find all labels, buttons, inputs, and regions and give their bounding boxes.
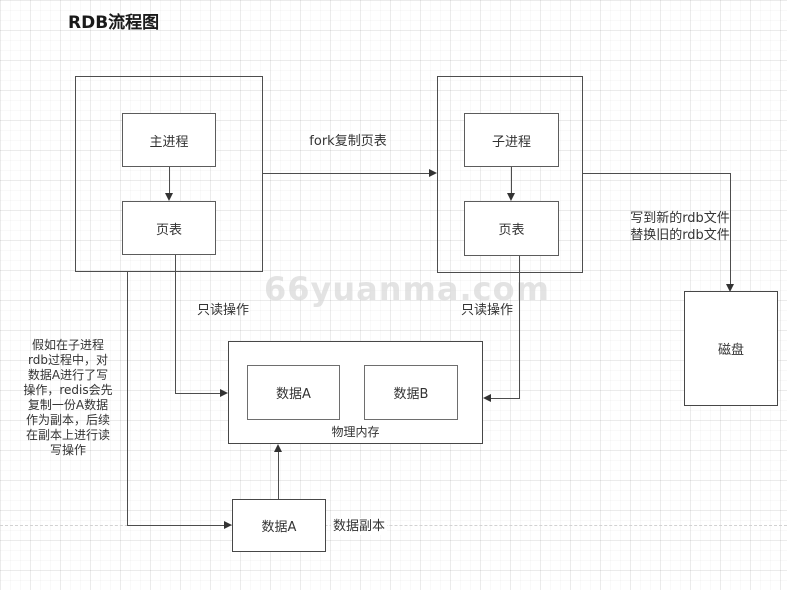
arrow-head-down <box>726 284 734 292</box>
arrow-head-right <box>429 169 437 177</box>
node-data-a-copy-label: 数据A <box>261 520 297 535</box>
dashed-guide-line <box>0 525 787 526</box>
arrow-head-right <box>220 389 228 397</box>
label-write-rdb: 写到新的rdb文件 替换旧的rdb文件 <box>630 211 730 243</box>
node-child-page-table-label: 页表 <box>498 223 525 238</box>
node-main-process: 主进程 <box>122 113 216 167</box>
node-child-process: 子进程 <box>464 113 559 167</box>
note-text: 假如在子进程 rdb过程中，对 数据A进行了写 操作，redis会先 复制一份A… <box>23 338 113 457</box>
connector-readonly-left-h <box>175 393 221 394</box>
connector-child-disk-v <box>730 173 731 285</box>
node-main-page-table: 页表 <box>122 201 216 255</box>
node-data-a-copy: 数据A <box>232 499 326 552</box>
node-child-page-table: 页表 <box>464 201 559 256</box>
connector-mainproc-pagetable <box>169 167 170 195</box>
arrow-head-up <box>274 444 282 452</box>
label-readonly-right: 只读操作 <box>460 303 513 318</box>
main-process-container <box>75 76 263 272</box>
connector-main-copy-h <box>127 525 225 526</box>
node-data-a-label: 数据A <box>276 387 311 402</box>
watermark-text: 66yuanma.com <box>264 270 550 308</box>
connector-main-copy-v <box>127 272 128 525</box>
node-physical-memory-label: 物理内存 <box>331 425 380 439</box>
connector-readonly-right-v <box>519 256 520 398</box>
arrow-head-down <box>507 193 515 201</box>
node-main-process-label: 主进程 <box>149 134 189 150</box>
connector-readonly-left-v <box>175 255 176 393</box>
arrow-head-left <box>483 394 491 402</box>
label-data-copy: 数据副本 <box>331 518 388 535</box>
arrow-head-right <box>224 521 232 529</box>
connector-copy-memory <box>278 450 279 499</box>
node-data-b-label: 数据B <box>393 387 429 402</box>
label-readonly-left: 只读操作 <box>196 303 249 318</box>
connector-fork <box>263 173 430 174</box>
node-child-process-label: 子进程 <box>491 134 531 150</box>
label-fork: fork复制页表 <box>309 134 387 149</box>
child-process-container <box>437 76 583 273</box>
node-main-page-table-label: 页表 <box>155 222 182 238</box>
node-data-a: 数据A <box>247 365 340 420</box>
page-title: RDB流程图 <box>68 13 160 33</box>
node-disk-label: 磁盘 <box>717 343 744 358</box>
arrow-head-down <box>165 193 173 201</box>
node-disk: 磁盘 <box>684 291 778 406</box>
connector-childproc-pagetable <box>511 167 512 195</box>
connector-readonly-right-h <box>491 398 520 399</box>
node-data-b: 数据B <box>364 365 458 420</box>
connector-child-disk-h <box>583 173 730 174</box>
